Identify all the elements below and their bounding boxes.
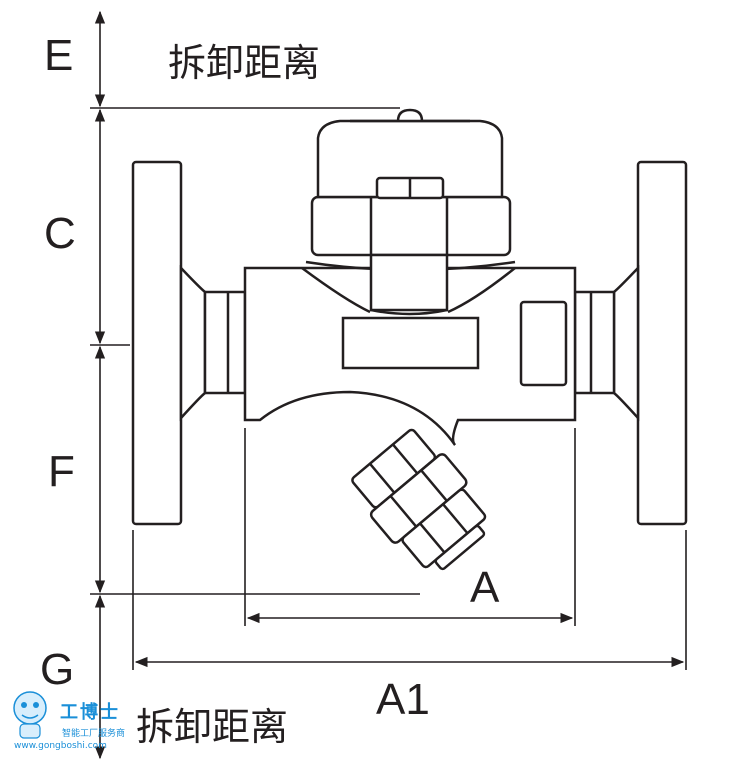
removal-distance-bottom: 拆卸距离 xyxy=(136,705,288,749)
robot-mascot-icon xyxy=(13,691,47,739)
left-flange-neck xyxy=(179,264,207,422)
body-window xyxy=(341,316,480,370)
watermark-url: www.gongboshi.com xyxy=(14,741,107,751)
left-pipe-stub xyxy=(203,290,247,395)
right-flange xyxy=(636,160,688,526)
label-a: A xyxy=(470,563,500,612)
valve-body xyxy=(131,108,688,571)
stem-column xyxy=(369,253,449,312)
label-g: G xyxy=(40,645,74,694)
side-window xyxy=(519,300,568,387)
right-flange-neck xyxy=(612,264,640,422)
label-a1: A1 xyxy=(376,675,430,724)
label-c: C xyxy=(44,209,76,258)
dimension-lines xyxy=(90,10,687,760)
label-e: E xyxy=(44,31,73,80)
watermark: 工博士 智能工厂服务商 www.gongboshi.com xyxy=(13,691,125,751)
watermark-tagline: 智能工厂服务商 xyxy=(62,727,125,739)
label-f: F xyxy=(48,447,75,496)
left-flange xyxy=(131,160,183,526)
bonnet-nut xyxy=(310,195,512,257)
watermark-brand: 工博士 xyxy=(60,701,120,723)
removal-distance-top: 拆卸距离 xyxy=(168,41,320,85)
cap xyxy=(316,119,504,199)
strainer-leg xyxy=(351,428,487,571)
right-pipe-stub xyxy=(573,290,616,395)
